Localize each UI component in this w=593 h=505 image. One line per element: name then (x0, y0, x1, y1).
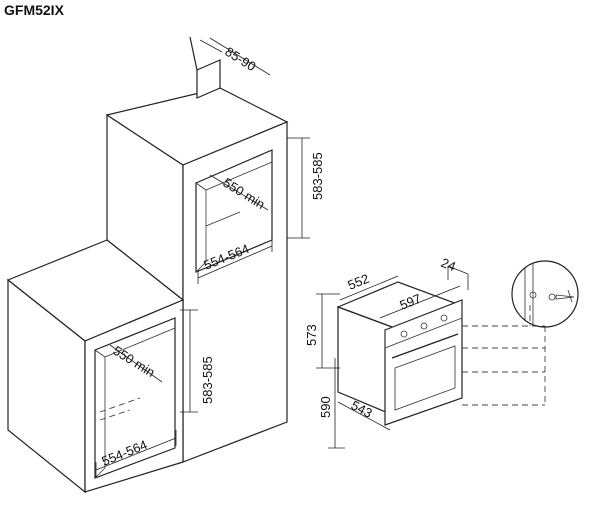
dim-label-oven-depth: 552 (346, 271, 372, 293)
model-title: GFM52IX (4, 2, 64, 18)
oven-appliance (336, 281, 463, 426)
screw-hole-icon (529, 291, 537, 299)
dim-label-base-height: 583-585 (200, 356, 215, 404)
screw-shaft-icon (555, 294, 575, 300)
dim-label-oven-upper-height: 573 (304, 324, 319, 346)
dim-label-oven-front-thickness: 24 (439, 255, 458, 274)
dim-label-oven-total-height: 590 (318, 396, 333, 418)
projection-lines (462, 305, 546, 406)
dim-label-column-top-offset: 85-90 (222, 44, 258, 74)
knob-1-icon (400, 330, 408, 338)
knob-2-icon (420, 322, 428, 330)
dim-label-column-height: 583-585 (310, 152, 325, 200)
screw-head-icon (548, 293, 556, 301)
tall-column-cabinet (105, 36, 289, 463)
oven-dimension-lines (316, 265, 469, 449)
base-cabinet (6, 239, 185, 494)
fixing-screw-detail (511, 260, 579, 328)
cabinet-dimension-lines (95, 37, 310, 478)
knob-3-icon (440, 314, 448, 322)
